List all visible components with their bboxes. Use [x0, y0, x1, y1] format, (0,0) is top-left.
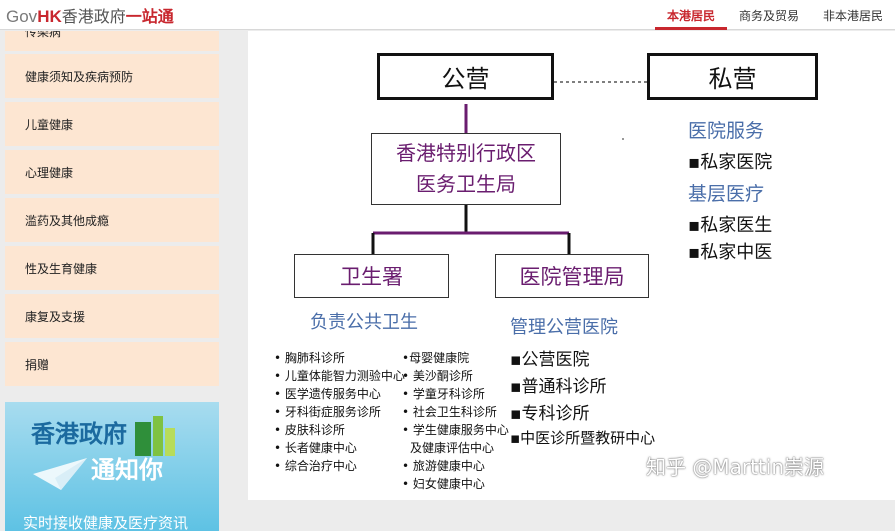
dh-service-item: • 医学遗传服务中心 [274, 387, 381, 401]
sidebar-item-donation[interactable]: 捐赠 [5, 342, 219, 388]
sidebar-item-health-prevention[interactable]: 健康须知及疾病预防 [5, 54, 219, 100]
private-hospital-title: 医院服务 [688, 120, 765, 142]
sidebar-item-label: 康复及支援 [25, 309, 86, 324]
ha-service-item: ▪专科诊所 [510, 404, 590, 424]
sidebar-item-label: 儿童健康 [25, 117, 74, 132]
content-area: 公营 私营 香港特别行政区 医务卫生局 卫生署 医院管理局 负责公共卫生 管理公… [248, 31, 895, 500]
dh-service-item: • 皮肤科诊所 [274, 423, 345, 437]
paper-plane-icon [33, 458, 87, 490]
primary-care-item: ▪私家医生 [688, 215, 773, 236]
sidebar-item-mental-health[interactable]: 心理健康 [5, 150, 219, 196]
dh-service-item: • 学童牙科诊所 [402, 387, 485, 401]
building-icon [135, 416, 175, 456]
sidebar-item-label: 性及生育健康 [25, 261, 98, 276]
diagram-connectors [371, 81, 647, 255]
dh-service-item: • 长者健康中心 [274, 441, 357, 455]
logo-cn: 香港政府 [61, 7, 126, 26]
ha-subtitle: 管理公营医院 [510, 317, 618, 338]
private-hospital-item: ▪私家医院 [688, 152, 773, 173]
dh-service-item: • 美沙酮诊所 [402, 369, 473, 383]
banner-title: 香港政府 [31, 420, 127, 448]
banner-caption: 实时接收健康及医疗资讯 [23, 514, 189, 531]
logo-gov: Gov [6, 7, 38, 26]
ha-service-item: ▪中医诊所暨教研中心 [510, 429, 656, 447]
watermark: 知乎 @Marttin崇源 [646, 455, 825, 479]
dh-service-item: • 旅游健康中心 [402, 459, 485, 473]
top-nav: 本港居民 商务及贸易 非本港居民 [654, 0, 895, 30]
nav-business[interactable]: 商务及贸易 [738, 9, 799, 23]
hospital-authority-label: 医院管理局 [519, 265, 625, 289]
sidebar: 传染病 健康须知及疾病预防 儿童健康 心理健康 滥药及其他成瘾 性及生育健康 康… [0, 31, 236, 531]
sidebar-item-sexual-health[interactable]: 性及生育健康 [5, 246, 219, 292]
health-bureau-line1: 香港特别行政区 [396, 141, 536, 165]
sidebar-item-rehabilitation[interactable]: 康复及支援 [5, 294, 219, 340]
nav-residents[interactable]: 本港居民 [654, 0, 727, 30]
ha-service-item: ▪公营医院 [510, 350, 590, 370]
sidebar-item-child-health[interactable]: 儿童健康 [5, 102, 219, 148]
dh-service-item: • 学生健康服务中心 [402, 423, 509, 437]
dh-service-item: • 儿童体能智力测验中心 [274, 369, 405, 383]
nav-non-residents[interactable]: 非本港居民 [822, 9, 883, 23]
logo-hk: HK [37, 7, 62, 26]
ha-service-item: ▪普通科诊所 [510, 377, 607, 397]
sidebar-item-label: 健康须知及疾病预防 [25, 69, 134, 84]
top-bar: GovHK香港政府一站通 本港居民 商务及贸易 非本港居民 [0, 0, 895, 30]
health-bureau-box: 香港特别行政区 医务卫生局 [371, 133, 561, 205]
public-sector-label: 公营 [441, 65, 490, 93]
dh-service-item: •母婴健康院 [402, 351, 470, 365]
dh-service-item: • 妇女健康中心 [402, 477, 485, 491]
dh-service-item: • 综合治疗中心 [274, 459, 357, 473]
primary-care-title: 基层医疗 [688, 183, 765, 205]
govhk-logo[interactable]: GovHK香港政府一站通 [6, 3, 174, 27]
health-bureau-line2: 医务卫生局 [416, 172, 516, 196]
logo-cn2: 一站通 [125, 7, 174, 26]
public-sector-box: 公营 [377, 53, 554, 100]
dh-subtitle: 负责公共卫生 [310, 312, 418, 333]
private-sector-box: 私营 [647, 53, 818, 100]
sidebar-item-substance-abuse[interactable]: 滥药及其他成瘾 [5, 198, 219, 244]
hospital-authority-box: 医院管理局 [495, 254, 649, 298]
dh-service-item: 及健康评估中心 [410, 441, 495, 455]
banner-subtitle: 通知你 [91, 456, 163, 484]
private-sector-label: 私营 [708, 65, 757, 93]
sidebar-item-label: 捐赠 [25, 357, 50, 372]
primary-care-item: ▪私家中医 [688, 242, 773, 263]
sidebar-item-label: 传染病 [25, 31, 62, 39]
dh-service-item: • 社会卫生科诊所 [402, 405, 497, 419]
notify-banner[interactable]: 香港政府 通知你 实时接收健康及医疗资讯 [5, 402, 219, 531]
sidebar-item-label: 滥药及其他成瘾 [25, 213, 110, 228]
dh-service-item: • 牙科街症服务诊所 [274, 405, 381, 419]
department-of-health-label: 卫生署 [340, 265, 403, 289]
sidebar-item-label: 心理健康 [25, 165, 74, 180]
dh-service-item: • 胸肺科诊所 [274, 351, 345, 365]
sidebar-item-infectious-diseases[interactable]: 传染病 [5, 31, 219, 53]
department-of-health-box: 卫生署 [294, 254, 449, 298]
